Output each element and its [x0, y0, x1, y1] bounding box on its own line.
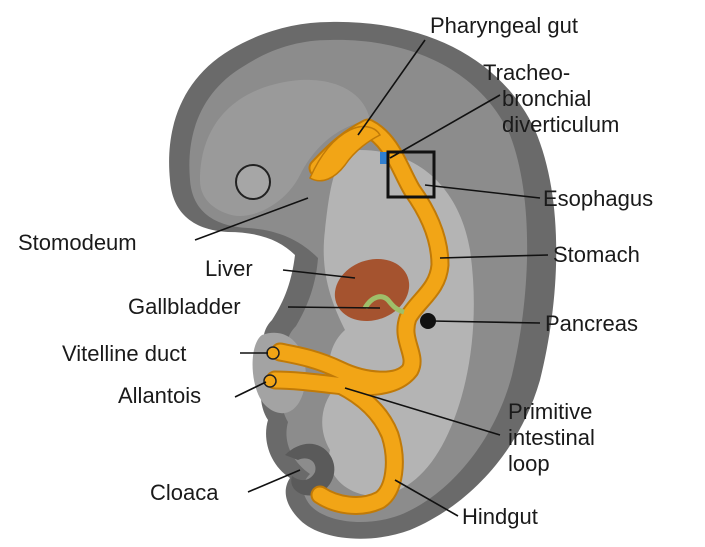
label-allantois: Allantois [118, 383, 201, 408]
label-vitelline-duct: Vitelline duct [62, 341, 186, 366]
label-hindgut: Hindgut [462, 504, 538, 529]
leader-gallbladder [288, 307, 380, 308]
label-tracheo-1: Tracheo- [483, 60, 570, 85]
label-tracheo-3: diverticulum [502, 112, 619, 137]
label-cloaca: Cloaca [150, 480, 219, 505]
label-pharyngeal-gut: Pharyngeal gut [430, 13, 578, 38]
label-tracheo-2: bronchial [502, 86, 591, 111]
label-pancreas: Pancreas [545, 311, 638, 336]
label-primitive-3: loop [508, 451, 550, 476]
label-primitive-2: intestinal [508, 425, 595, 450]
otic-vesicle [236, 165, 270, 199]
label-primitive-1: Primitive [508, 399, 592, 424]
label-esophagus: Esophagus [543, 186, 653, 211]
label-liver: Liver [205, 256, 253, 281]
label-stomach: Stomach [553, 242, 640, 267]
vitelline-duct-opening [267, 347, 279, 359]
label-stomodeum: Stomodeum [18, 230, 137, 255]
allantois-opening [264, 375, 276, 387]
label-gallbladder: Gallbladder [128, 294, 241, 319]
